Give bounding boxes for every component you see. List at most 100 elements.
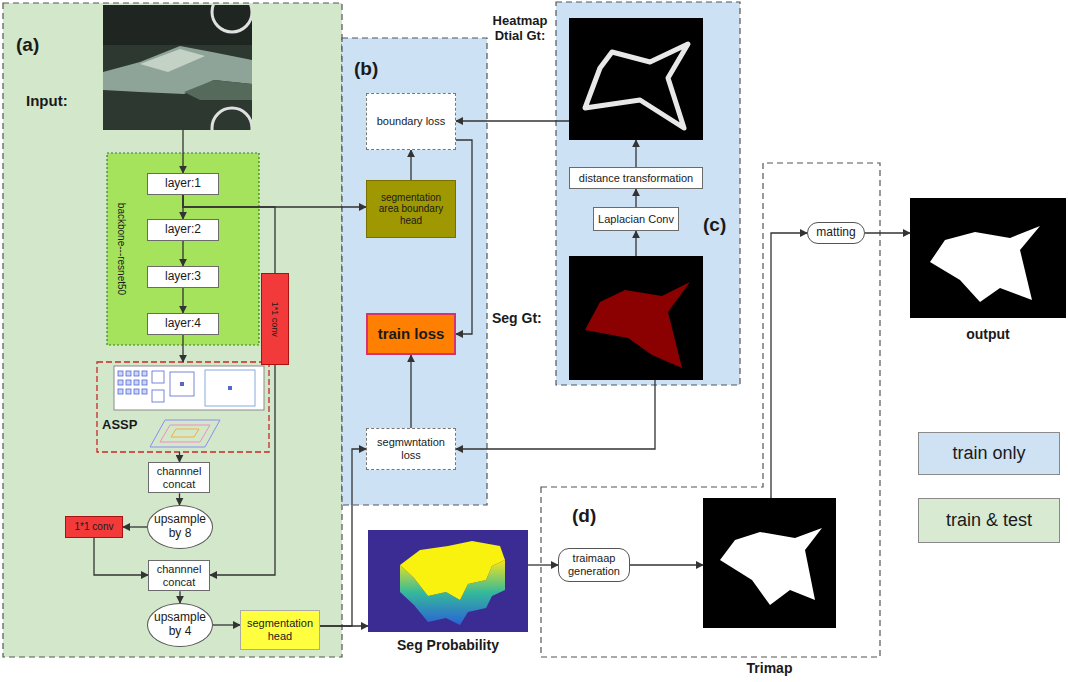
pipe-ring [212,5,252,32]
connector [182,241,183,266]
kernel-square [170,372,194,396]
panel-region: (b) boundary loss segmentation area bounda… [342,38,487,505]
connector [179,493,180,505]
kernel-dot [142,371,147,376]
surface-top [400,541,505,600]
node-label: train loss [378,325,445,342]
seg-gt-picture [569,256,703,380]
connector [635,231,636,256]
panel-region: (a)Input:backbone---resnet50layer:1layer… [3,3,342,657]
process-box: matting [807,222,865,244]
connector [635,140,636,167]
connector [179,452,180,462]
loss-box: segmwntation loss [366,428,456,470]
kernel-dot [134,380,139,385]
kernel-dot [118,389,123,394]
concat-box: channnel concat [148,560,210,591]
connector [865,232,910,233]
connector [94,538,148,575]
connector [210,365,275,575]
feature-sheet [171,429,199,437]
kernel-dot [228,386,232,390]
head-box: segmentation area boundary head [366,180,456,238]
pooling-square [205,370,255,406]
ground-truth-image: Seg Gt: [569,256,703,380]
kernel-dot [126,389,131,394]
kernel-square [152,371,164,383]
panel-b-ground [342,38,487,505]
panel-grounds [3,2,880,657]
connector [320,449,366,626]
connector [771,233,807,498]
photo-shadow [103,5,252,45]
connector [456,380,655,449]
connector [182,130,183,173]
output-picture [910,198,1066,318]
node-label: boundary loss [377,115,446,128]
node-heading: (b) [354,58,394,80]
connector [456,120,569,121]
node-label: segmentation head [245,617,315,642]
layer-box: layer:4 [147,313,219,335]
loss-box: boundary loss [366,93,456,150]
node-label: layer:2 [165,223,201,237]
connector [182,335,183,362]
backbone-group: backbone---resnet50layer:1layer:2layer:3… [107,153,259,345]
image-ground [910,198,1066,318]
layer-box: layer:2 [147,219,219,241]
heatmap-image: Heatmap Dtial Gt: [569,18,703,140]
node-label: upsample by 4 [152,611,208,639]
upsample-ellipse: upsample by 4 [147,603,213,647]
conv-box: 1*1 conv [65,516,123,538]
node-label: channnel concat [153,563,205,588]
probability-image: Seg Probability [368,530,528,632]
input-photo [103,5,252,130]
mask-shape [720,528,822,605]
node-label: 1*1 conv [270,301,280,336]
kernel-dot [118,371,123,376]
image-ground [368,530,528,632]
node-heading: (a) [16,34,56,56]
node-heading: Trimap [693,660,846,676]
aspp-outline [97,362,269,452]
layer-box: layer:1 [147,173,219,195]
process-box: traimaap generation [558,548,630,582]
node-label: segmwntation loss [371,436,451,461]
kernel-dot [118,380,123,385]
kernel-dot [134,389,139,394]
trimap-image: Trimap [703,498,836,628]
pipe-ring [212,108,252,130]
node-label: upsample by 8 [152,513,208,541]
connector [123,526,147,527]
feature-sheet [150,420,220,447]
trimap-picture [703,498,836,628]
node-label: channnel concat [153,465,205,490]
backbone-ground [107,153,259,345]
legend-swatch: train & test [918,498,1060,543]
node-heading: Seg Probability [358,637,538,653]
panel-a-ground [3,3,342,657]
weld-highlight [140,49,205,72]
aspp-illustration [114,366,264,447]
input-image: Input: [103,5,252,130]
image-ground [569,18,703,140]
panel-c-ground [556,2,740,385]
node-heading: (d) [572,505,612,527]
node-heading: Heatmap Dtial Gt: [488,14,552,44]
image-ground [569,256,703,380]
heatmap-picture [569,18,703,140]
panel-region: (c)Heatmap Dtial Gt:distance transformat… [556,2,740,385]
node-label: distance transformation [579,172,693,185]
mask-shape [585,282,690,368]
node-label: layer:4 [165,317,201,331]
kernel-dot [134,371,139,376]
connector [213,624,240,625]
node-heading: ASSP [102,418,146,433]
image-ground [703,498,836,628]
node-label: 1*1 conv [75,521,114,533]
node-label: traimaap generation [563,552,625,577]
legend-label: train & test [946,510,1032,531]
aspp-module: ASSP [97,362,269,452]
panel-d-outline [541,163,880,657]
